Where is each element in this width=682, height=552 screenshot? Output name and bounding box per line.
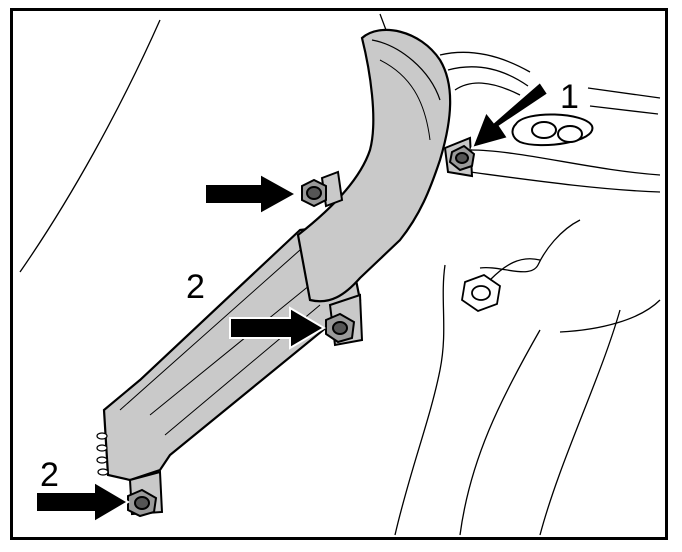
callout-label-2-upper: 2 xyxy=(186,268,205,306)
floor-contour-left xyxy=(19,19,161,273)
arrow-to-nut-upper xyxy=(204,172,299,216)
body-contours xyxy=(19,13,661,536)
fasteners xyxy=(127,144,476,518)
floor-opening-left xyxy=(531,121,557,139)
arrow-to-nut-middle xyxy=(229,306,326,350)
heat-shield-upper xyxy=(296,28,452,303)
nut-2-upper xyxy=(301,178,327,208)
nut-2-middle xyxy=(325,312,356,344)
floor-opening-right xyxy=(557,125,583,143)
pointer-arrows xyxy=(35,80,550,524)
loose-nut xyxy=(461,273,501,313)
arrow-to-nut-1 xyxy=(470,80,550,150)
arrow-to-nut-lower xyxy=(35,480,130,524)
floor-openings xyxy=(511,113,594,147)
callout-label-2-lower: 2 xyxy=(40,456,59,494)
nut-2-lower xyxy=(127,488,158,518)
nut-1 xyxy=(448,144,476,172)
callout-label-1: 1 xyxy=(560,78,579,116)
